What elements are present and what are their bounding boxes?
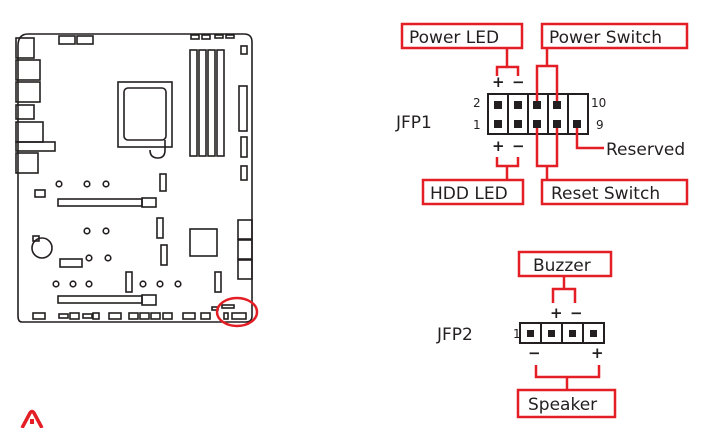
buzzer-label: Buzzer [533, 256, 591, 276]
jfp1-label: JFP1 [395, 113, 432, 133]
jfp2-label: JFP2 [436, 325, 473, 345]
power-switch-label: Power Switch [549, 28, 662, 48]
jfp1-pin-1-label: 1 [473, 118, 481, 132]
plus-sign: + [492, 73, 505, 91]
warning-icon [20, 409, 44, 428]
motherboard-outline [15, 33, 253, 323]
jfp1-connector: JFP1 2 1 10 9 + − + − [395, 22, 689, 206]
hdd-led-label: HDD LED [430, 184, 508, 204]
plus-sign: + [591, 344, 604, 362]
jfp1-pin-10-label: 10 [591, 96, 606, 110]
plus-sign: + [492, 137, 505, 155]
minus-sign: − [570, 304, 583, 322]
minus-sign: − [512, 73, 525, 91]
plus-sign: + [550, 304, 563, 322]
minus-sign: − [512, 137, 525, 155]
jfp2-pins [527, 330, 597, 337]
jfp2-connector: JFP2 1 + − − + Buzzer Speaker [436, 250, 617, 419]
reserved-label: Reserved [606, 140, 685, 160]
minus-sign: − [528, 344, 541, 362]
jfp1-pin-2-label: 2 [473, 96, 481, 110]
jfp1-pins [494, 101, 581, 128]
jfp2-pin-1-label: 1 [513, 327, 521, 341]
jfp1-pin-9-label: 9 [596, 118, 604, 132]
location-circle-icon [215, 296, 259, 328]
power-led-label: Power LED [409, 28, 499, 48]
speaker-label: Speaker [528, 395, 597, 415]
reset-switch-label: Reset Switch [551, 184, 660, 204]
